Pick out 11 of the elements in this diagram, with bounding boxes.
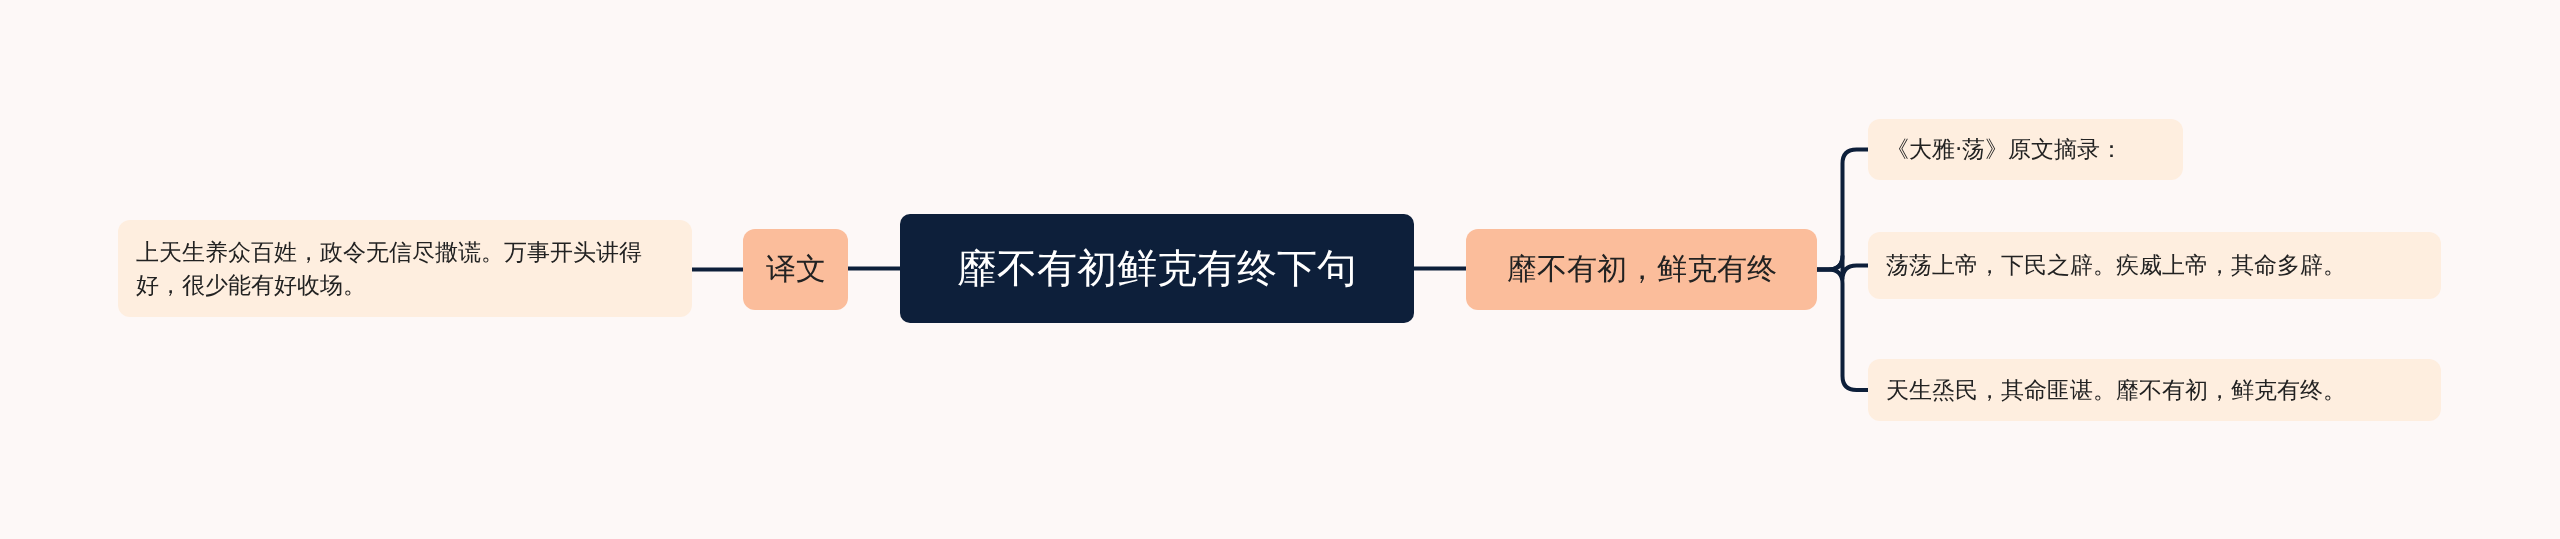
- leaf-text-box: 上天生养众百姓，政令无信尽撒谎。万事开头讲得好，很少能有好收场。: [118, 220, 692, 317]
- connector-line: [692, 267, 743, 272]
- leaf-text-box: 荡荡上帝，下民之辟。疾威上帝，其命多辟。: [1868, 232, 2441, 299]
- leaf-text-box: 《大雅·荡》原文摘录：: [1868, 119, 2183, 180]
- branch-topic-box: 译文: [743, 229, 848, 310]
- branch-topic-box: 靡不有初，鲜克有终: [1466, 229, 1817, 310]
- connector-line: [1414, 266, 1466, 271]
- central-topic-box: 靡不有初鲜克有终下句: [900, 214, 1414, 323]
- leaf-text-box: 天生烝民，其命匪谌。靡不有初，鲜克有终。: [1868, 359, 2441, 421]
- connector-line: [1817, 267, 1868, 392]
- connector-line: [848, 266, 900, 271]
